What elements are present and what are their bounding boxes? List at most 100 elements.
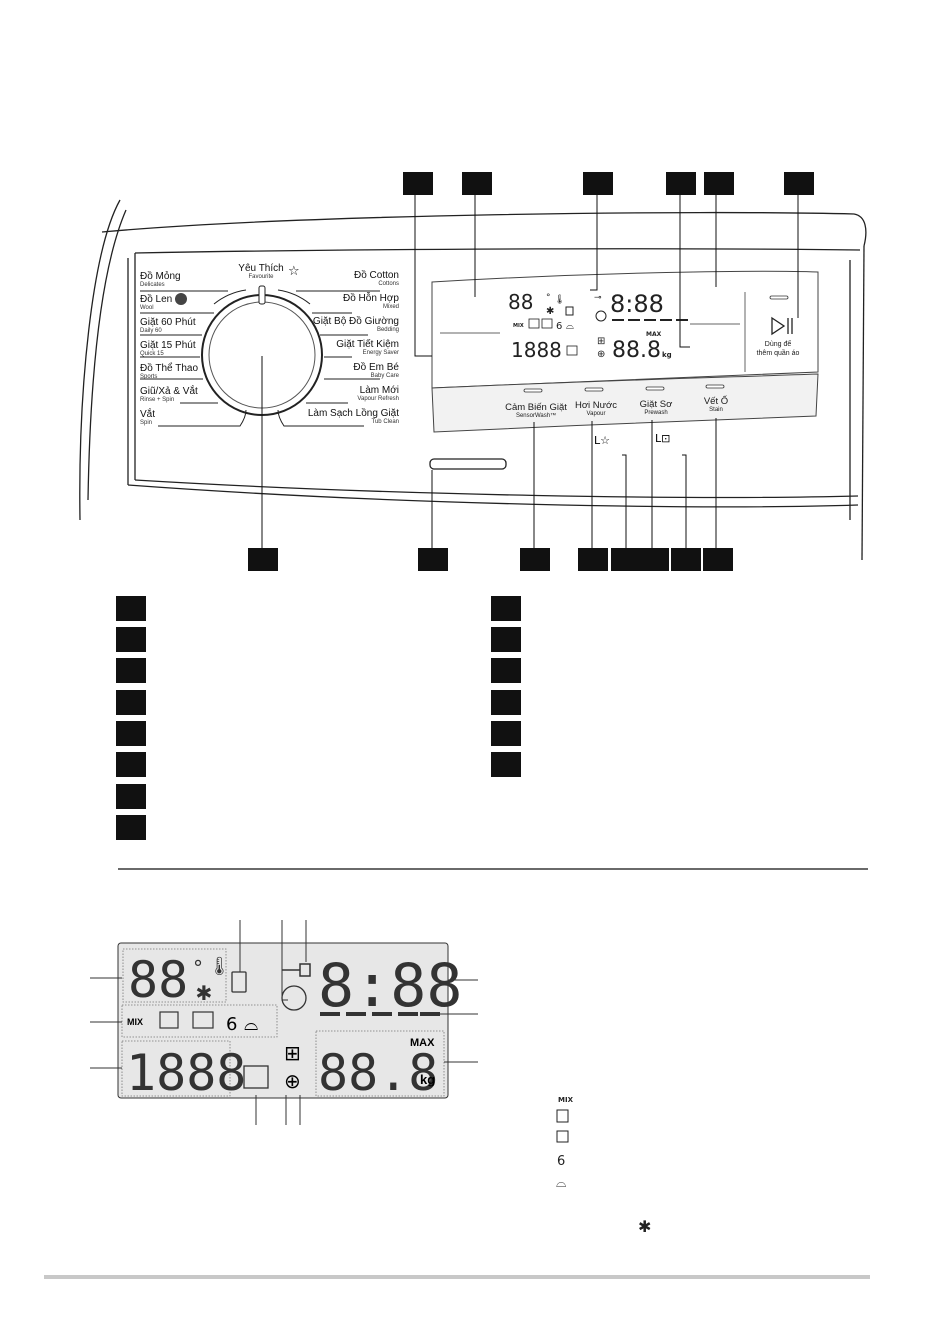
large-thermometer-icon: 🌡 [208, 956, 231, 977]
small-time-digits: 8:88 [610, 290, 664, 318]
legend-marker [116, 784, 146, 809]
legend-marker [116, 596, 146, 621]
large-kg-label: kg [420, 1072, 435, 1087]
legend-marker [491, 658, 521, 683]
program-leader-lines [140, 290, 380, 427]
legend-hold-icon [556, 1130, 569, 1143]
favourite-shortcut-icon: L☆ [594, 434, 610, 447]
callout-marker [462, 172, 492, 195]
callout-marker [704, 172, 734, 195]
legend-marker [116, 627, 146, 652]
legend-marker [116, 690, 146, 715]
small-weight-digits: 88.8 [612, 338, 661, 363]
large-spin-icon: 6 [226, 1014, 237, 1035]
rinse-icon [528, 318, 540, 329]
callout-lines-bottom [261, 356, 717, 548]
callout-marker [583, 172, 613, 195]
large-rinse-icon [159, 1011, 179, 1029]
mix-rinse-icon: MIX [513, 323, 524, 329]
callout-marker [639, 548, 669, 571]
large-progress-bars [320, 1012, 440, 1016]
large-tank-icon [243, 1065, 269, 1089]
callout-marker [248, 548, 278, 571]
spin-digits: 1888 [126, 1044, 246, 1102]
add-garment-icon: ⊕ [597, 349, 605, 360]
temp-digits: 88 [128, 951, 188, 1009]
legend-marker [491, 627, 521, 652]
star-icon: ☆ [288, 264, 300, 279]
spin-icon: 6 [556, 321, 562, 332]
large-display-callouts [90, 920, 478, 1125]
kg-label: kg [662, 351, 672, 359]
max-label: MAX [646, 331, 662, 338]
callout-marker [784, 172, 814, 195]
small-display-icons: 88 ° 🌡 ✱ ⊸ 8:88 MIX 6 ⌓ 1888 ⊞ ⊕ 88.8 MA… [508, 290, 688, 363]
callout-lines-top [414, 190, 799, 357]
program-dial[interactable] [201, 285, 323, 416]
tank-icon [566, 345, 578, 356]
large-key-icon [282, 963, 311, 977]
weight-digits: 88.8 [318, 1044, 438, 1102]
large-max-label: MAX [410, 1037, 435, 1049]
small-temp-digits: 88 [508, 290, 533, 314]
legend-mix-icon: MIX [558, 1096, 574, 1104]
large-snowflake-icon: ✱ [196, 977, 212, 1007]
callout-marker [611, 548, 641, 571]
legend-marker [491, 690, 521, 715]
clock-icon [595, 310, 607, 322]
legend-steam-icon: ⌓ [556, 1176, 566, 1191]
machine-outline [79, 199, 867, 561]
icon-legend: MIX 6 ⌓ ✱ [556, 1096, 651, 1236]
legend-marker [116, 658, 146, 683]
callout-marker [520, 548, 550, 571]
legend-marker [491, 721, 521, 746]
legend-marker [116, 752, 146, 777]
wool-icon [175, 293, 187, 305]
small-progress-bars [612, 319, 688, 321]
callout-marker [403, 172, 433, 195]
large-display: 88 ° ✱ 🌡 8:88 1888 88.8 MAX kg MIX 6 ⌓ ⊞… [117, 942, 463, 1102]
start-pause-icon[interactable] [771, 316, 793, 336]
legend-marker [116, 815, 146, 840]
large-door-lock-icon [231, 971, 247, 993]
callout-marker [418, 548, 448, 571]
large-steam-icon: ⌓ [244, 1014, 258, 1035]
time-digits: 8:88 [318, 951, 463, 1021]
dispenser-drawer-handle[interactable] [429, 458, 507, 470]
large-hold-icon [192, 1011, 214, 1029]
legend-marker [491, 596, 521, 621]
legend-marker [491, 752, 521, 777]
child-lock-shortcut-icon: L⊡ [655, 432, 670, 445]
door-lock-icon [565, 306, 574, 316]
legend-rinse-icon [556, 1109, 569, 1123]
large-add-garment-icon: ⊕ [284, 1069, 301, 1093]
large-mix-icon: MIX [127, 1017, 143, 1027]
callout-marker [703, 548, 733, 571]
svg-text:°: ° [546, 293, 551, 303]
callout-marker [578, 548, 608, 571]
key-icon: ⊸ [594, 293, 602, 303]
footer-rule [44, 1275, 870, 1279]
legend-snowflake-icon: ✱ [638, 1217, 651, 1236]
hold-icon [541, 318, 553, 329]
svg-text:°: ° [192, 956, 204, 980]
